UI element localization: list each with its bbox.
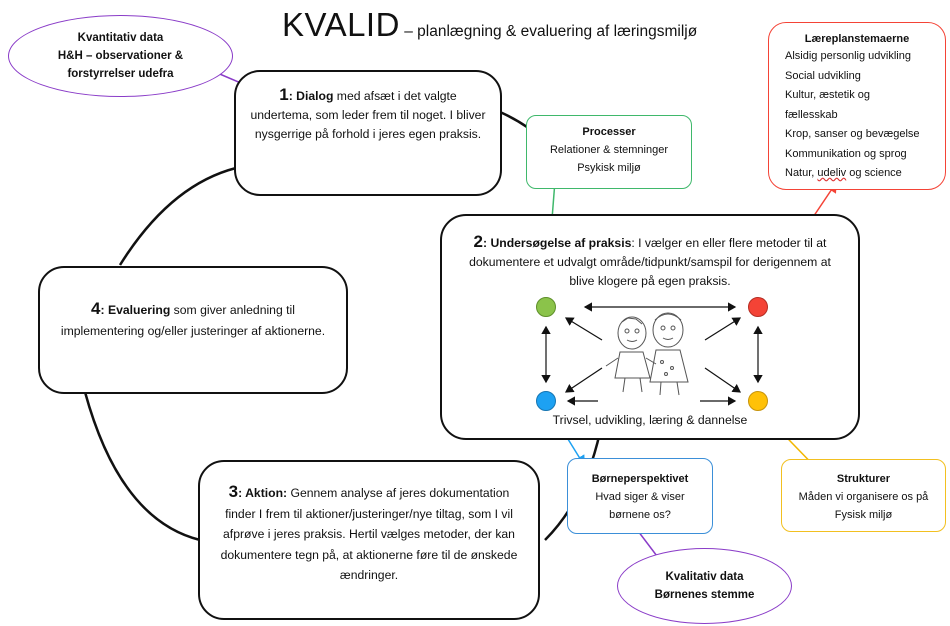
step2-number: 2 xyxy=(473,232,484,251)
blue-dot xyxy=(536,391,556,411)
strukturer-line1: Måden vi organisere os på xyxy=(798,491,929,503)
processer-line2: Psykisk miljø xyxy=(577,162,641,174)
laereplan-last-a: Natur, xyxy=(785,167,818,179)
title-sub: – planlægning & evaluering af læringsmil… xyxy=(399,23,698,40)
laereplan-item: Kultur, æstetik og xyxy=(785,89,870,101)
laereplan-item: fællesskab xyxy=(785,108,838,121)
laereplan-item: Kommunikation og sprog xyxy=(785,147,907,160)
step4-number: 4 xyxy=(91,299,101,318)
laereplan-list: Alsidig personlig udvikling Social udvik… xyxy=(785,47,945,184)
step2-heading: : Undersøgelse af praksis xyxy=(483,236,632,250)
cycle-arc-3-4 xyxy=(83,391,201,542)
strukturer-box: Strukturer Måden vi organisere os på Fys… xyxy=(781,459,946,532)
red-dot xyxy=(748,297,768,317)
laereplan-last-wavy: udeliv xyxy=(817,167,847,179)
step1-text: 1: Dialog med afsæt i det valgte underte… xyxy=(250,85,486,144)
step3-aktion-box: 3: Aktion: Gennem analyse af jeres dokum… xyxy=(198,460,540,620)
step2-body: : I vælger en eller flere metoder til at… xyxy=(469,236,831,288)
qual-line2: Børnenes stemme xyxy=(654,589,755,601)
strukturer-title: Strukturer xyxy=(836,473,891,485)
boerne-line2: børnene os? xyxy=(609,509,671,521)
qual-line1: Kvalitativ data xyxy=(665,571,744,583)
step1-heading: : Dialog xyxy=(288,89,334,103)
step3-body: Gennem analyse af jeres dokumentation fi… xyxy=(220,486,518,582)
processer-box: Processer Relationer & stemninger Psykis… xyxy=(526,115,692,189)
step3-heading: : Aktion: xyxy=(238,486,288,500)
step4-body: som giver anledning til implementering o… xyxy=(60,303,326,338)
cycle-arc-4-1 xyxy=(118,166,237,266)
step2-undersoegelse-box: 2: Undersøgelse af praksis: I vælger en … xyxy=(440,214,860,440)
laereplan-item: Krop, sanser og bevægelse xyxy=(785,128,920,140)
laereplan-box: Læreplanstemaerne Alsidig personlig udvi… xyxy=(768,22,946,190)
processer-title: Processer xyxy=(582,126,636,138)
green-dot xyxy=(536,297,556,317)
step3-text: 3: Aktion: Gennem analyse af jeres dokum… xyxy=(214,482,524,586)
step1-number: 1 xyxy=(279,85,289,104)
boerneperspektiv-box: Børneperspektivet Hvad siger & viser bør… xyxy=(567,458,713,534)
step2-caption: Trivsel, udvikling, læring & dannelse xyxy=(552,413,748,427)
laereplan-title: Læreplanstemaerne xyxy=(804,33,910,45)
step3-number: 3 xyxy=(228,482,239,501)
laereplan-item: Social udvikling xyxy=(785,69,861,82)
processer-line1: Relationer & stemninger xyxy=(549,144,668,156)
laereplan-last-b: og science xyxy=(846,167,902,179)
quantitative-data-oval: Kvantitativ data H&H – observationer & f… xyxy=(8,15,233,97)
step4-evaluering-box: 4: Evaluering som giver anledning til im… xyxy=(38,266,348,394)
laereplan-item: Natur, udeliv og science xyxy=(785,164,945,184)
quant-line2: H&H – observationer & xyxy=(57,50,184,62)
step4-text: 4: Evaluering som giver anledning til im… xyxy=(56,298,330,342)
step4-heading: : Evaluering xyxy=(100,303,171,317)
quant-line3: forstyrrelser udefra xyxy=(67,68,174,80)
step1-dialog-box: 1: Dialog med afsæt i det valgte underte… xyxy=(234,70,502,196)
strukturer-line2: Fysisk miljø xyxy=(834,509,893,521)
quant-line1: Kvantitativ data xyxy=(77,32,164,44)
boerne-line1: Hvad siger & viser xyxy=(595,491,685,503)
qualitative-data-oval: Kvalitativ data Børnenes stemme xyxy=(617,548,792,624)
page-title: KVALID – planlægning & evaluering af lær… xyxy=(282,6,802,44)
step2-text: 2: Undersøgelse af praksis: I vælger en … xyxy=(456,232,844,291)
step1-body: med afsæt i det valgte undertema, som le… xyxy=(250,89,486,141)
laereplan-item: Alsidig personlig udvikling xyxy=(785,50,911,62)
boerne-title: Børneperspektivet xyxy=(591,473,689,485)
yellow-dot xyxy=(748,391,768,411)
title-main: KVALID xyxy=(282,6,400,43)
